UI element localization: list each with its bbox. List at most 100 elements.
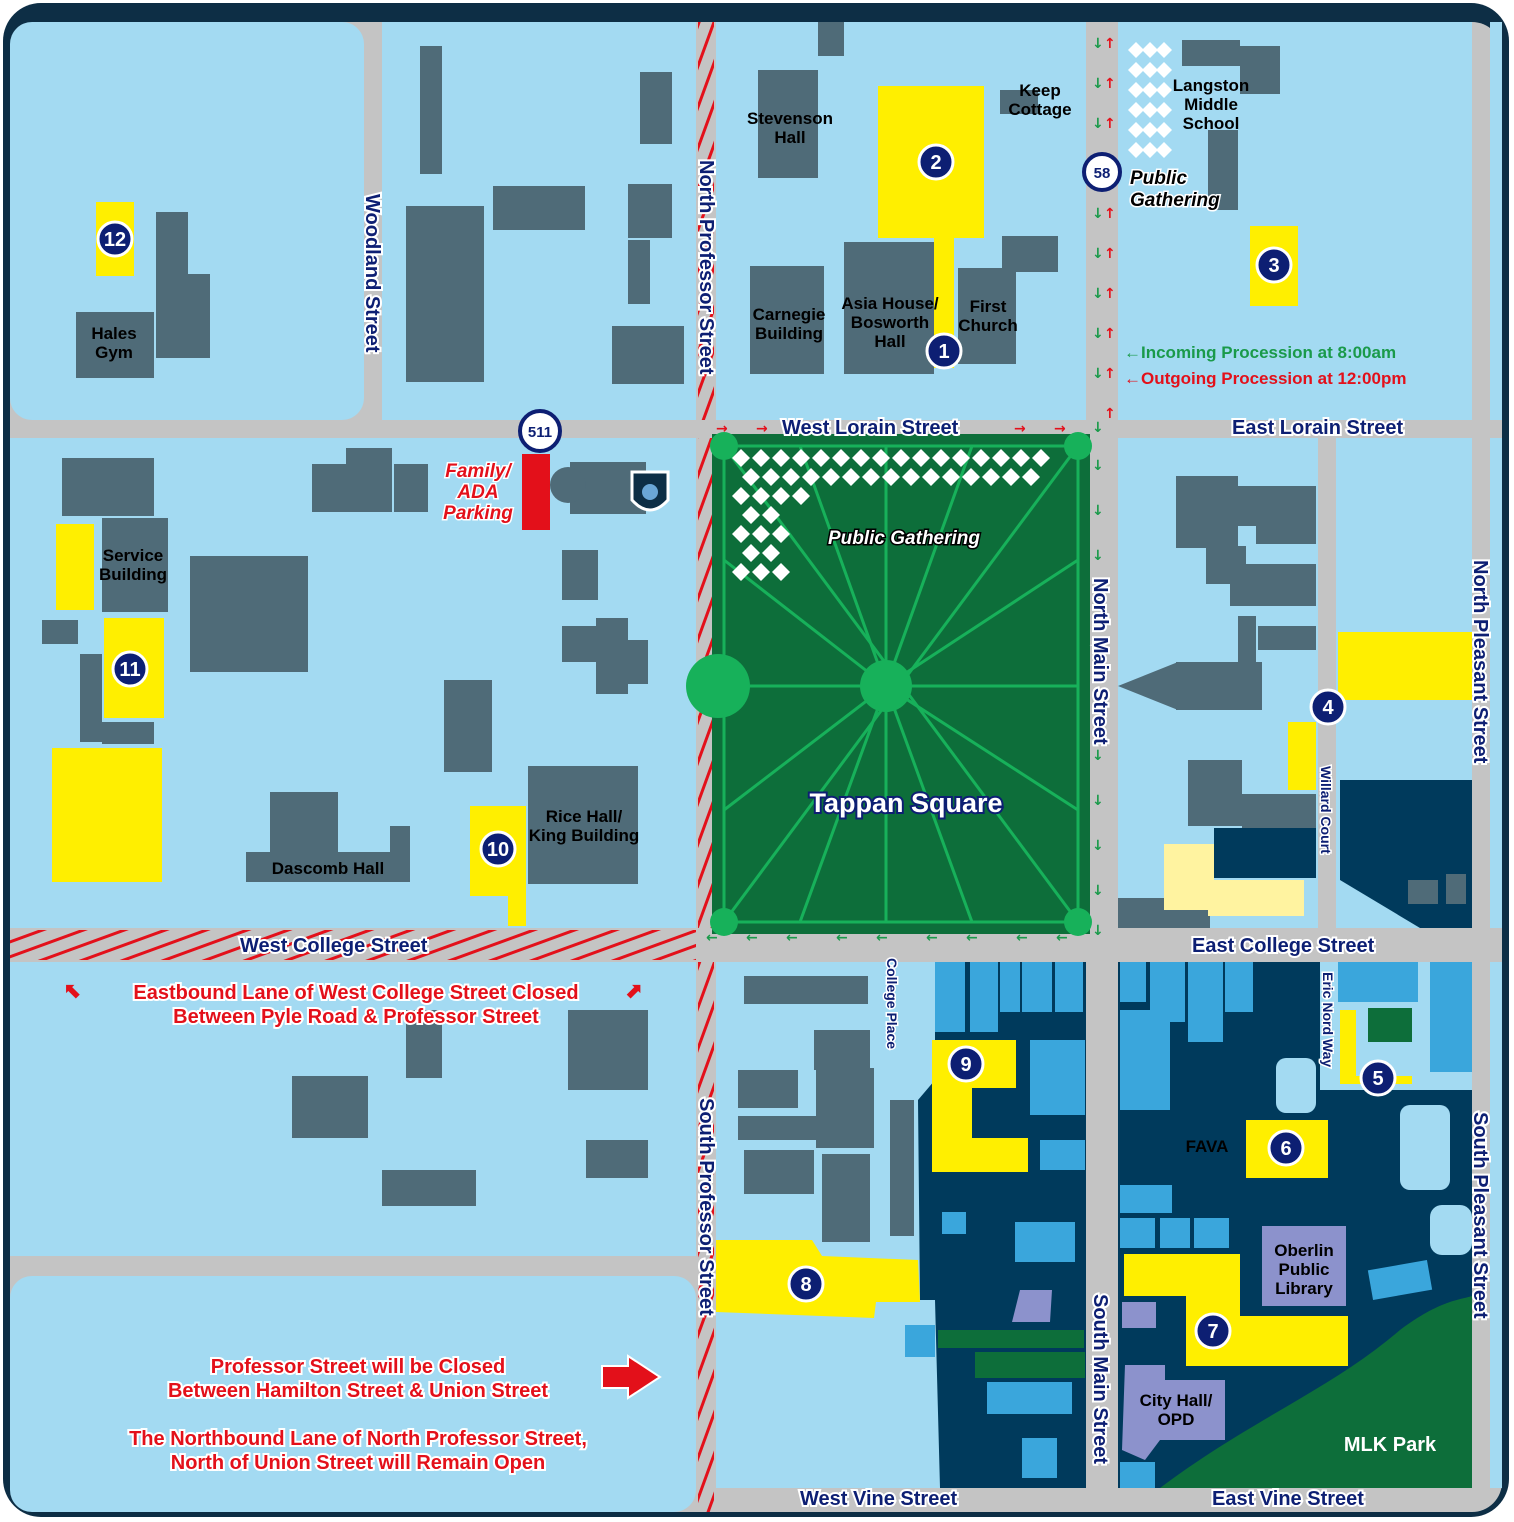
svg-text:↑: ↑ bbox=[1104, 326, 1116, 342]
notice-professor: Professor Street will be Closed Between … bbox=[166, 1354, 550, 1404]
pale-yellow-buildings bbox=[1164, 844, 1304, 916]
svg-text:→: → bbox=[756, 421, 768, 437]
street-east-vine: East Vine Street bbox=[1212, 1488, 1364, 1510]
svg-text:↑: ↑ bbox=[1104, 246, 1116, 262]
label-service-1: Service bbox=[103, 546, 164, 565]
svg-text:↓: ↓ bbox=[1092, 366, 1104, 382]
svg-text:↓: ↓ bbox=[1092, 420, 1104, 436]
svg-text:Between Pyle Road & Professor: Between Pyle Road & Professor Street bbox=[173, 1006, 539, 1028]
svg-text:↓: ↓ bbox=[1092, 326, 1104, 342]
svg-text:Family/: Family/ bbox=[445, 461, 512, 482]
marker-9[interactable]: 9 bbox=[947, 1045, 985, 1083]
dark-green-strips bbox=[938, 1330, 1085, 1378]
label-tappan-square: Tappan Square bbox=[809, 788, 1002, 818]
svg-text:4: 4 bbox=[1322, 697, 1334, 719]
marker-10[interactable]: 10 bbox=[479, 830, 517, 868]
marker-12[interactable]: 12 bbox=[96, 220, 134, 258]
marker-1[interactable]: 1 bbox=[925, 332, 963, 370]
marker-11[interactable]: 11 bbox=[111, 650, 149, 688]
svg-text:←: ← bbox=[706, 930, 718, 946]
street-south-pleasant: South Pleasant Street bbox=[1469, 1112, 1491, 1319]
label-hales-2: Gym bbox=[95, 343, 133, 362]
gray-buildings bbox=[42, 22, 1466, 1242]
svg-text:Parking: Parking bbox=[443, 503, 513, 524]
svg-text:↑: ↑ bbox=[1104, 116, 1116, 132]
svg-text:↑: ↑ bbox=[1104, 366, 1116, 382]
svg-text:1: 1 bbox=[938, 341, 949, 363]
svg-text:11: 11 bbox=[119, 659, 140, 681]
label-public-gathering-ne-1: Public bbox=[1130, 168, 1187, 189]
svg-text:6: 6 bbox=[1280, 1138, 1291, 1160]
svg-text:The Northbound Lane of North P: The Northbound Lane of North Professor S… bbox=[129, 1428, 587, 1450]
svg-text:↑: ↑ bbox=[1104, 76, 1116, 92]
route-58-badge: 58 bbox=[1082, 152, 1122, 192]
family-parking-area bbox=[522, 454, 550, 530]
label-keep-2: Cottage bbox=[1008, 100, 1071, 119]
svg-text:10: 10 bbox=[487, 839, 509, 861]
marker-2[interactable]: 2 bbox=[917, 143, 955, 181]
svg-text:↓: ↓ bbox=[1092, 883, 1104, 899]
svg-text:ADA: ADA bbox=[456, 482, 498, 503]
svg-text:9: 9 bbox=[960, 1054, 971, 1076]
svg-text:↑: ↑ bbox=[1104, 36, 1116, 52]
family-parking-label: Family/ ADA Parking bbox=[442, 460, 515, 526]
svg-text:↓: ↓ bbox=[1092, 838, 1104, 854]
arrow-left-icon: ⬉ bbox=[64, 979, 82, 1004]
svg-text:↓: ↓ bbox=[1092, 793, 1104, 809]
legend-incoming: ←Incoming Procession at 8:00am bbox=[1124, 343, 1396, 362]
tappan-square bbox=[686, 432, 1092, 936]
street-south-main: South Main Street bbox=[1089, 1294, 1111, 1464]
marker-6[interactable]: 6 bbox=[1267, 1129, 1305, 1167]
street-north-main: North Main Street bbox=[1089, 578, 1111, 745]
svg-text:↓: ↓ bbox=[1092, 36, 1104, 52]
svg-text:→: → bbox=[716, 421, 728, 437]
label-langston-3: School bbox=[1183, 114, 1240, 133]
svg-text:12: 12 bbox=[104, 229, 126, 251]
svg-text:5: 5 bbox=[1372, 1068, 1383, 1090]
svg-text:←: ← bbox=[1056, 930, 1068, 946]
tappan-gathering-diamonds bbox=[732, 449, 1050, 581]
street-north-pleasant: North Pleasant Street bbox=[1469, 560, 1491, 764]
svg-text:←: ← bbox=[746, 930, 758, 946]
svg-text:↑: ↑ bbox=[1104, 206, 1116, 222]
marker-7[interactable]: 7 bbox=[1194, 1312, 1232, 1350]
langston-gathering-diamonds bbox=[1128, 42, 1172, 158]
route-511-badge: 511 bbox=[518, 409, 562, 453]
label-keep-1: Keep bbox=[1019, 81, 1061, 100]
closed-north-professor bbox=[698, 22, 714, 420]
svg-text:←: ← bbox=[926, 930, 938, 946]
mlk-park bbox=[1160, 1296, 1472, 1488]
svg-text:↓: ↓ bbox=[1092, 593, 1104, 609]
gray-triangle bbox=[1118, 662, 1178, 710]
svg-text:↑: ↑ bbox=[1104, 286, 1116, 302]
label-library-1: Oberlin bbox=[1274, 1241, 1334, 1260]
big-arrow-icon bbox=[601, 1354, 662, 1400]
label-hales-1: Hales bbox=[91, 324, 136, 343]
street-woodland: Woodland Street bbox=[361, 194, 383, 353]
street-east-lorain: East Lorain Street bbox=[1232, 417, 1404, 439]
civic-buildings bbox=[1012, 1226, 1346, 1460]
marker-4[interactable]: 4 bbox=[1309, 688, 1347, 726]
svg-text:←: ← bbox=[876, 930, 888, 946]
svg-text:7: 7 bbox=[1207, 1321, 1218, 1343]
svg-text:→: → bbox=[1054, 421, 1066, 437]
numbered-markers: 1 2 3 4 5 6 7 8 9 10 11 12 bbox=[96, 143, 1397, 1350]
svg-text:3: 3 bbox=[1268, 255, 1279, 277]
svg-text:↓: ↓ bbox=[1092, 503, 1104, 519]
label-first-church-2: Church bbox=[958, 316, 1018, 335]
marker-8[interactable]: 8 bbox=[787, 1265, 825, 1303]
street-college-place: College Place bbox=[884, 958, 900, 1049]
label-service-2: Building bbox=[99, 565, 167, 584]
svg-text:↓: ↓ bbox=[1092, 923, 1104, 939]
label-stevenson-2: Hall bbox=[774, 128, 805, 147]
label-carnegie-2: Building bbox=[755, 324, 823, 343]
marker-3[interactable]: 3 bbox=[1255, 246, 1293, 284]
eric-nord-parking bbox=[1368, 1008, 1412, 1042]
marker-5[interactable]: 5 bbox=[1359, 1059, 1397, 1097]
svg-text:↓: ↓ bbox=[1092, 548, 1104, 564]
police-badge-icon bbox=[630, 470, 670, 512]
svg-text:←: ← bbox=[1016, 930, 1028, 946]
svg-text:North of Union Street will Rem: North of Union Street will Remain Open bbox=[171, 1452, 545, 1474]
procession-arrows: ↓↓↓↓↓↓↓↓↓ ↓↓↓↓↓↓↓↓↓ ←←←←←←←←← ↑↑↑↑↑↑↑↑↑ … bbox=[706, 36, 1116, 946]
